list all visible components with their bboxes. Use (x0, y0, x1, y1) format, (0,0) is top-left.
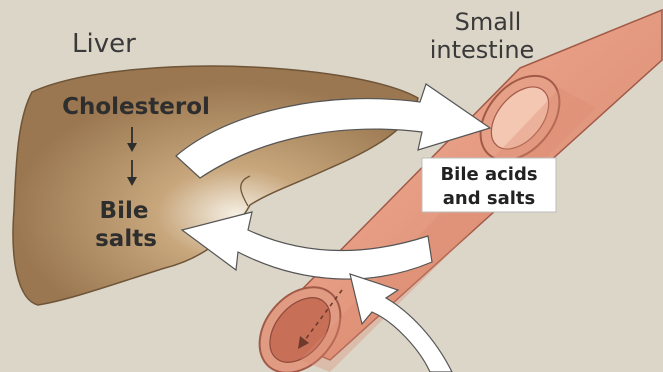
bile-salts-label-line2: salts (95, 226, 157, 252)
bile-acids-label-line2: and salts (443, 188, 535, 209)
small-intestine-label-line1: Small (455, 8, 522, 36)
bile-salts-label-line1: Bile (100, 198, 149, 224)
cholesterol-label: Cholesterol (62, 94, 210, 120)
liver-label: Liver (72, 29, 136, 59)
bile-acids-label-line1: Bile acids (440, 164, 537, 185)
small-intestine-label-line2: intestine (430, 36, 535, 64)
